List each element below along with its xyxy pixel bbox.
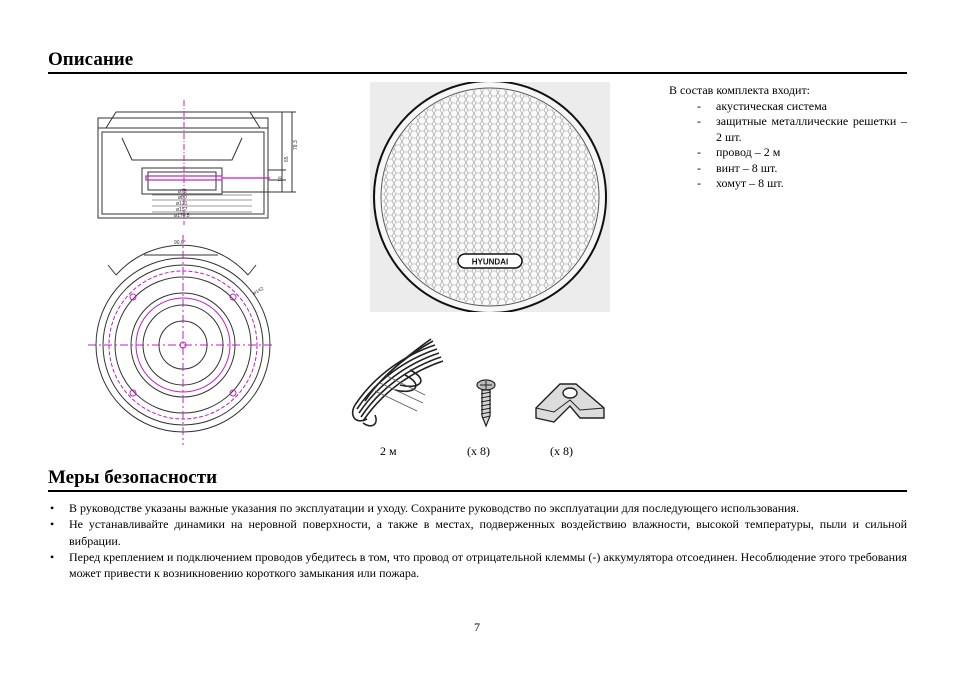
dim-angle: 90.0°: [174, 240, 186, 246]
caption-wire: 2 м: [380, 444, 397, 458]
wire-image: [351, 338, 444, 427]
brand-logo: HYUNDAI: [472, 258, 508, 267]
kit-item: -защитные металлические решетки – 2 шт.: [697, 114, 907, 144]
grille-image: HYUNDAI: [370, 82, 610, 312]
dim-d1: ø75: [178, 189, 187, 195]
dim-h3: 10: [278, 176, 284, 182]
dim-d3: ø121: [176, 201, 188, 207]
kit-item: -хомут – 8 шт.: [697, 176, 784, 190]
dim-d4: ø157: [176, 207, 188, 213]
dim-h1: 78.3: [293, 140, 299, 150]
page-number: 7: [474, 620, 480, 634]
kit-item: -винт – 8 шт.: [697, 160, 778, 175]
safety-item: •Не устанавливайте динамики на неровной …: [50, 517, 907, 548]
speaker-side-drawing: ø75 ø80 ø121 ø157 ø170.5 78.3 65 10: [97, 100, 299, 225]
dim-d2: ø80: [178, 195, 187, 201]
kit-item: -провод – 2 м: [697, 145, 781, 159]
safety-item: •Перед креплением и подключением проводо…: [50, 549, 907, 581]
brand-badge: [457, 253, 523, 269]
kit-list: -акустическая система -защитные металлич…: [669, 99, 907, 192]
clamp-image: [535, 383, 605, 423]
screw-image: [476, 379, 496, 428]
safety-list: •В руководстве указаны важные указания п…: [48, 500, 907, 581]
section-rule: [48, 72, 907, 74]
dim-bolt: ø142: [252, 286, 265, 297]
section-title-description: Описание: [48, 49, 134, 70]
kit-contents: В состав комплекта входит: -акустическая…: [669, 83, 907, 192]
kit-intro: В состав комплекта входит:: [669, 83, 811, 97]
section-rule: [48, 490, 907, 492]
caption-screw: (x 8): [467, 444, 490, 458]
safety-item: •В руководстве указаны важные указания п…: [50, 501, 800, 515]
dim-h2: 65: [284, 156, 290, 162]
caption-clamp: (x 8): [550, 444, 573, 458]
dim-d5: ø170.5: [174, 213, 190, 219]
speaker-front-drawing: 90.0° ø142: [88, 235, 274, 445]
kit-item: -акустическая система: [697, 98, 827, 113]
section-title-safety: Меры безопасности: [48, 467, 218, 488]
